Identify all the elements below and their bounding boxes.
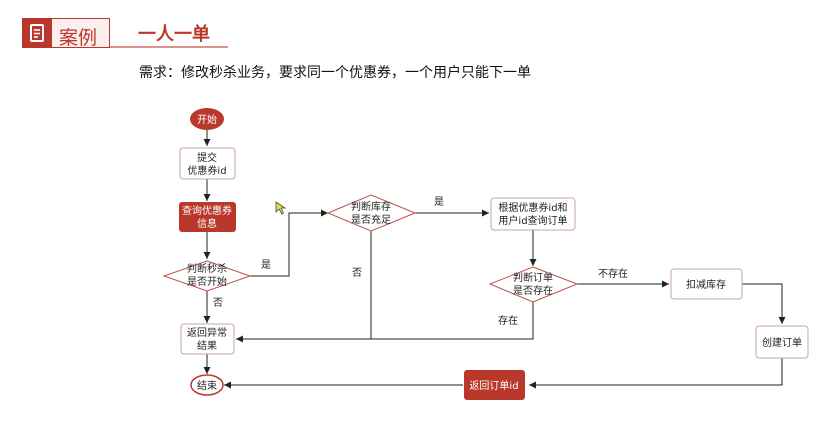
case-badge: 案例 (22, 18, 110, 49)
document-icon (22, 18, 52, 48)
edge-create-return (529, 358, 783, 389)
node-query-coupon (179, 202, 236, 232)
edge-label-stock-yes: 是 (434, 196, 444, 208)
node-check-start-label-1: 判断秒杀 (187, 262, 227, 275)
node-create-order-label: 创建订单 (762, 336, 802, 349)
edge-label-order-not-exist: 不存在 (598, 267, 628, 280)
node-return-error-label-2: 结果 (197, 339, 217, 352)
node-query-coupon-label-2: 信息 (197, 217, 217, 230)
edge-label-started-yes: 是 (261, 259, 271, 271)
node-check-stock-label-1: 判断库存 (351, 200, 391, 213)
node-check-start-label-2: 是否开始 (187, 275, 227, 288)
node-return-order-id (464, 370, 525, 400)
edge-checkstart-yes (250, 209, 328, 277)
node-submit (179, 147, 236, 180)
edge-checkorder-exist (371, 302, 534, 340)
flow-edges (203, 130, 786, 389)
edge-label-started-no: 否 (213, 297, 223, 309)
edge-label-order-exist: 存在 (498, 314, 518, 327)
title-underline (110, 46, 228, 48)
node-query-order (490, 197, 576, 231)
node-return-error (180, 323, 235, 355)
mouse-cursor-icon (275, 201, 287, 215)
node-return-error-label-1: 返回异常 (187, 326, 227, 339)
node-query-coupon-label-1: 查询优惠券 (182, 204, 232, 217)
badge-label: 案例 (59, 27, 98, 49)
node-start (190, 108, 224, 130)
node-create-order (755, 325, 809, 359)
node-start-label: 开始 (197, 113, 217, 126)
node-check-stock-label-2: 是否充足 (351, 213, 391, 226)
node-submit-label-2: 优惠券id (187, 164, 226, 177)
page-title: 一人一单 (138, 24, 210, 45)
node-query-order-label-2: 用户id查询订单 (498, 214, 567, 227)
node-check-order-label-2: 是否存在 (513, 284, 553, 297)
node-end-label: 结束 (197, 379, 217, 392)
requirement-text: 需求：修改秒杀业务，要求同一个优惠券，一个用户只能下一单 (139, 65, 531, 81)
node-check-stock (326, 194, 417, 232)
node-end (190, 374, 224, 396)
node-check-order (488, 266, 579, 303)
node-deduct-stock (670, 268, 743, 300)
node-submit-label-1: 提交 (197, 151, 217, 164)
edge-checkstock-no (236, 231, 372, 343)
node-return-order-id-label: 返回订单id (469, 380, 518, 392)
edge-deduct-create (742, 283, 786, 324)
edge-label-stock-no: 否 (352, 267, 362, 279)
node-deduct-stock-label: 扣减库存 (686, 278, 726, 291)
node-check-start (162, 260, 252, 292)
node-check-order-label-1: 判断订单 (513, 271, 553, 284)
node-query-order-label-1: 根据优惠券id和 (498, 201, 567, 214)
